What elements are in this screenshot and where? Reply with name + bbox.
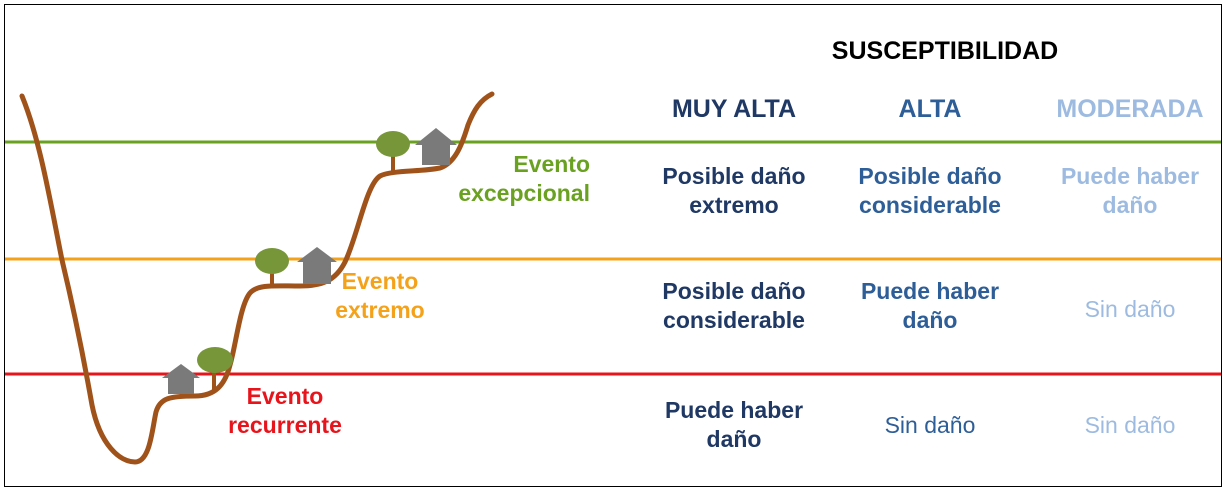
susceptibilidad-title: SUSCEPTIBILIDAD bbox=[831, 37, 1059, 65]
event-label-line: Evento bbox=[513, 151, 590, 177]
cell-recurrente-moderada: Sin daño bbox=[1030, 411, 1226, 440]
cell-line: considerable bbox=[663, 306, 805, 333]
event-label-recurrente: Evento recurrente bbox=[205, 382, 365, 440]
cell-line: Posible daño bbox=[662, 278, 806, 304]
cell-extremo-alta: Puede haber daño bbox=[830, 277, 1030, 335]
event-label-excepcional: Evento excepcional bbox=[400, 150, 590, 208]
house-icon bbox=[297, 247, 337, 284]
cell-extremo-moderada: Sin daño bbox=[1030, 295, 1226, 324]
cell-line: Puede haber bbox=[860, 278, 1000, 304]
cell-recurrente-alta: Sin daño bbox=[830, 411, 1030, 440]
cell-line: Sin daño bbox=[884, 412, 976, 438]
event-label-extremo: Evento extremo bbox=[300, 267, 460, 325]
event-label-line: Evento bbox=[341, 268, 419, 294]
event-label-line: Evento bbox=[246, 383, 324, 409]
cell-line: extremo bbox=[689, 191, 779, 218]
column-header-moderada: MODERADA bbox=[1056, 95, 1204, 123]
cell-line: daño bbox=[1102, 191, 1158, 218]
cell-line: Puede haber bbox=[1060, 163, 1200, 189]
cell-excepcional-alta: Posible daño considerable bbox=[830, 162, 1030, 220]
cell-line: considerable bbox=[859, 191, 1001, 218]
cell-line: daño bbox=[902, 306, 958, 333]
house-icon bbox=[162, 364, 200, 394]
house-icon bbox=[415, 128, 457, 165]
cell-excepcional-moderada: Puede haber daño bbox=[1030, 162, 1226, 220]
cell-line: Posible daño bbox=[662, 163, 806, 189]
event-label-line: recurrente bbox=[228, 411, 342, 438]
cell-line: Sin daño bbox=[1084, 412, 1176, 438]
cell-line: Puede haber bbox=[664, 397, 804, 423]
column-header-alta: ALTA bbox=[898, 95, 962, 123]
event-label-line: excepcional bbox=[458, 179, 590, 206]
cell-recurrente-muy-alta: Puede haber daño bbox=[634, 396, 834, 454]
cell-line: Sin daño bbox=[1084, 296, 1176, 322]
cell-extremo-muy-alta: Posible daño considerable bbox=[634, 277, 834, 335]
column-header-muy-alta: MUY ALTA bbox=[671, 95, 797, 123]
event-label-line: extremo bbox=[335, 296, 425, 323]
cell-line: daño bbox=[706, 425, 762, 452]
tree-icon bbox=[376, 131, 410, 172]
tree-icon bbox=[197, 347, 233, 390]
diagram-frame bbox=[4, 4, 1222, 487]
cell-line: Posible daño bbox=[858, 163, 1002, 189]
cell-excepcional-muy-alta: Posible daño extremo bbox=[634, 162, 834, 220]
tree-icon bbox=[255, 248, 289, 288]
